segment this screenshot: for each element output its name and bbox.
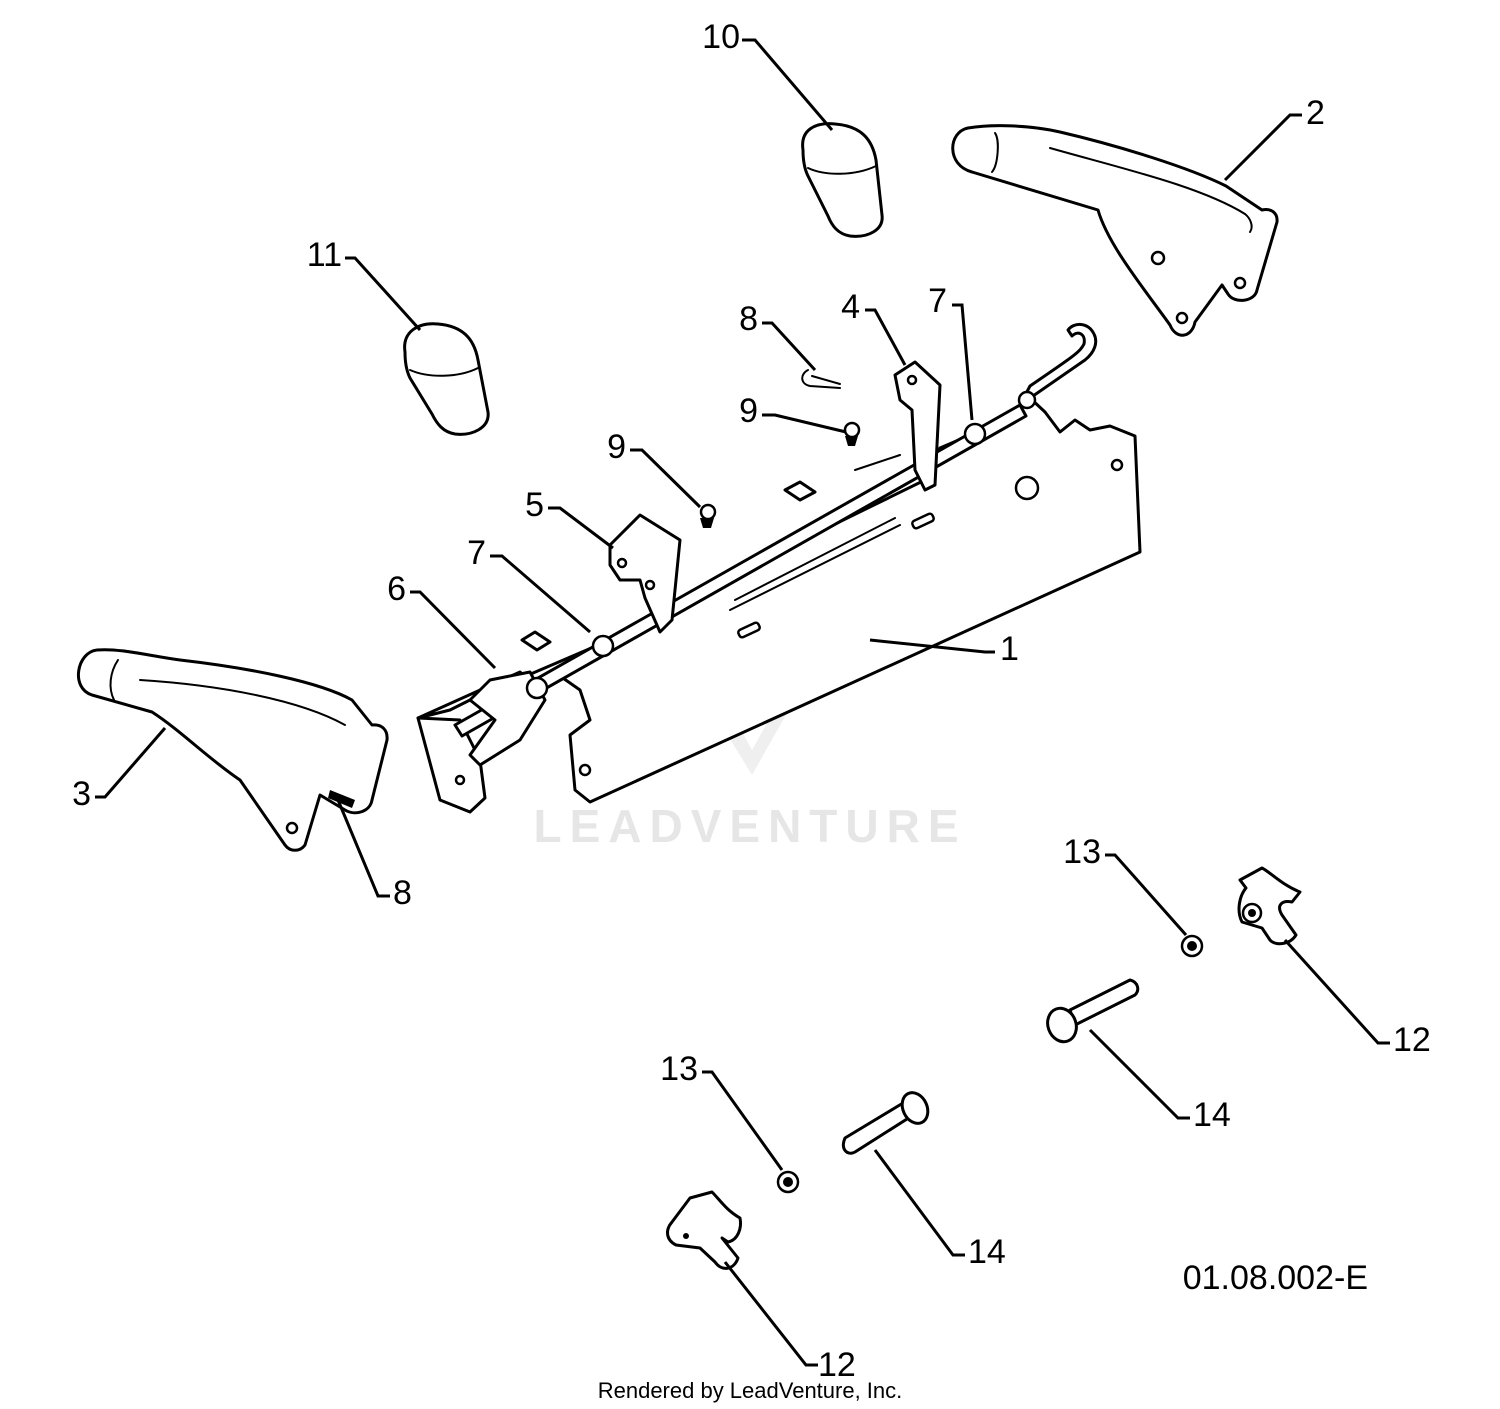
- callout-9-lower: 9: [607, 428, 626, 466]
- callout-14-lower: 14: [968, 1233, 1006, 1271]
- part-5-bracket: [608, 513, 682, 634]
- part-13-nut-upper: [1180, 934, 1204, 958]
- callout-6: 6: [387, 570, 406, 608]
- part-10-knob: [801, 122, 884, 238]
- callout-8-lower: 8: [393, 874, 412, 912]
- part-12-star-knob-lower: [666, 1190, 742, 1270]
- callout-4: 4: [841, 288, 860, 326]
- callout-9-upper: 9: [739, 392, 758, 430]
- part-13-nut-lower: [776, 1170, 800, 1194]
- part-14-bolt-upper: [1046, 978, 1140, 1044]
- callout-14-upper: 14: [1193, 1096, 1231, 1134]
- part-12-star-knob-upper: [1237, 866, 1302, 946]
- part-9-screw-upper: [843, 421, 861, 446]
- callout-5: 5: [525, 486, 544, 524]
- callout-7-lower: 7: [467, 534, 486, 572]
- credit-line: Rendered by LeadVenture, Inc.: [598, 1378, 903, 1403]
- watermark-text: LEADVENTURE: [533, 800, 966, 852]
- part-11-knob: [403, 322, 490, 436]
- part-2-handle-right: [951, 124, 1279, 337]
- leader-lines: [95, 38, 1390, 1367]
- part-4-bracket: [854, 360, 942, 492]
- part-8-hairpin-clip: [801, 369, 841, 389]
- callout-1: 1: [1000, 630, 1019, 668]
- callout-7-upper: 7: [928, 282, 947, 320]
- callout-labels: 10 2 11 8 4 7 9 9 5 7 6 1 3 8 13 12 14 1…: [72, 18, 1431, 1384]
- part-1-bracket-plate: [416, 323, 1142, 814]
- callout-13-upper: 13: [1063, 833, 1101, 871]
- callout-8-upper: 8: [739, 300, 758, 338]
- callout-13-lower: 13: [660, 1050, 698, 1088]
- part-14-bolt-lower: [841, 1091, 930, 1155]
- callout-12-upper: 12: [1393, 1021, 1431, 1059]
- callout-2: 2: [1306, 94, 1325, 132]
- callout-3: 3: [72, 775, 91, 813]
- callout-12-lower: 12: [818, 1346, 856, 1384]
- part-3-handle-left: [76, 648, 389, 852]
- callout-10: 10: [702, 18, 740, 56]
- part-9-screw-lower: [699, 503, 717, 528]
- drawing-code: 01.08.002-E: [1183, 1259, 1368, 1297]
- callout-11: 11: [307, 236, 342, 274]
